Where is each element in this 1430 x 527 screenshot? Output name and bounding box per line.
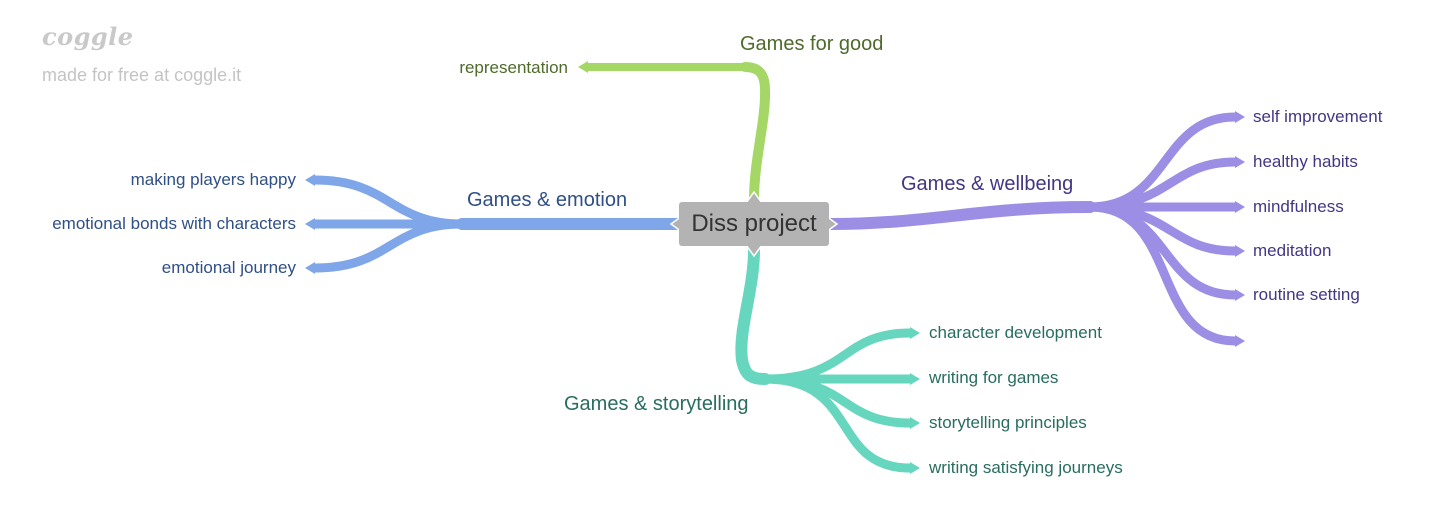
connector-emotion-to-emotional-journey (310, 219, 467, 273)
central-node[interactable]: Diss project (679, 202, 829, 246)
leaf-emotional-journey[interactable]: emotional journey (161, 258, 296, 277)
branch-games-for-good-connectors (578, 61, 771, 205)
coggle-logo: coggle (42, 22, 134, 51)
arrow-making-players-happy (305, 174, 315, 186)
arrow-writing-for-games (910, 373, 920, 385)
leaf-mindfulness[interactable]: mindfulness (1253, 197, 1344, 216)
arrow-healthy-habits (1235, 156, 1245, 168)
connector-center-to-games-for-good (740, 62, 771, 205)
branch-games-and-storytelling[interactable]: Games & storytelling (564, 393, 749, 415)
connector-center-to-games-and-storytelling (735, 244, 771, 385)
arrow-empty-leaf (1235, 335, 1245, 347)
arrow-mindfulness (1235, 201, 1245, 213)
leaf-making-players-happy[interactable]: making players happy (130, 170, 296, 189)
leaf-representation[interactable]: representation (459, 58, 568, 77)
arrow-storytelling-principles (910, 417, 920, 429)
connector-emotion-to-making-players-happy (310, 175, 467, 229)
arrow-emotional-bonds (305, 218, 315, 230)
arrow-character-development (910, 327, 920, 339)
leaf-emotional-bonds-with-characters[interactable]: emotional bonds with characters (52, 214, 296, 233)
arrow-meditation (1235, 245, 1245, 257)
branch-games-and-storytelling-connectors (735, 244, 920, 474)
leaf-character-development[interactable]: character development (929, 323, 1102, 342)
branch-games-and-emotion[interactable]: Games & emotion (467, 189, 628, 211)
connector-storytelling-to-character-development (760, 328, 915, 384)
leaf-self-improvement[interactable]: self improvement (1253, 107, 1383, 126)
leaf-healthy-habits[interactable]: healthy habits (1253, 152, 1358, 171)
coggle-tagline: made for free at coggle.it (42, 65, 242, 85)
branch-games-for-good[interactable]: Games for good (740, 33, 884, 55)
arrow-routine-setting (1235, 289, 1245, 301)
leaf-storytelling-principles[interactable]: storytelling principles (929, 413, 1087, 432)
arrow-self-improvement (1235, 111, 1245, 123)
central-node-label: Diss project (691, 210, 817, 237)
branch-games-and-wellbeing[interactable]: Games & wellbeing (901, 173, 1074, 195)
leaf-routine-setting[interactable]: routine setting (1253, 285, 1360, 304)
connector-center-to-games-and-wellbeing (824, 201, 1096, 230)
leaf-writing-for-games[interactable]: writing for games (929, 368, 1059, 387)
leaf-meditation[interactable]: meditation (1253, 241, 1332, 260)
arrow-satisfying-journeys (910, 462, 920, 474)
connector-wellbeing-to-empty-leaf (1085, 202, 1240, 346)
arrow-emotional-journey (305, 262, 315, 274)
arrow-representation (578, 61, 588, 73)
branch-games-and-emotion-connectors (305, 174, 686, 274)
branch-games-and-wellbeing-connectors (824, 111, 1245, 347)
leaf-writing-satisfying-journeys[interactable]: writing satisfying journeys (929, 458, 1123, 477)
connector-storytelling-to-satisfying-journeys (760, 374, 915, 473)
